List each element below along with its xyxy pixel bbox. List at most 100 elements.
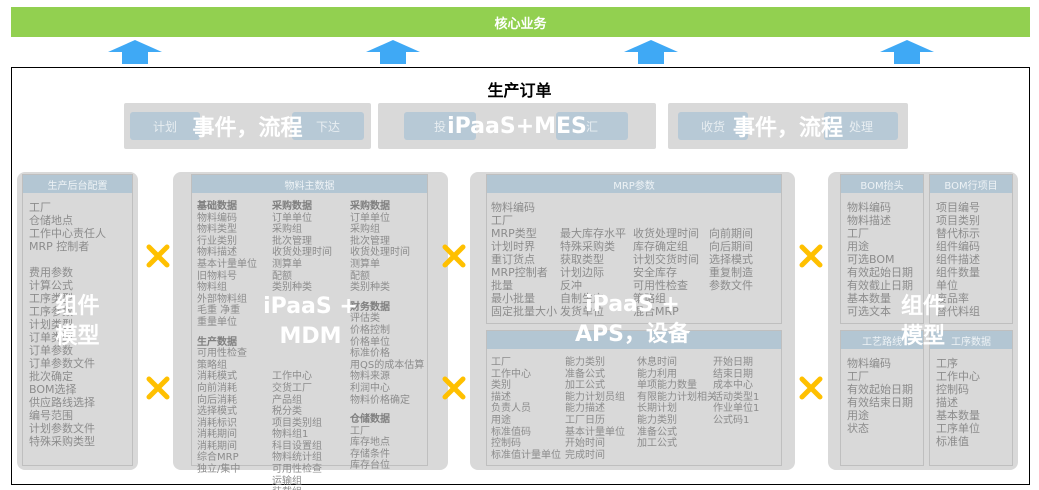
list-item: 订单单位 — [272, 212, 312, 224]
list-item: 费用参数 — [29, 266, 73, 279]
mdm-label: iPaaS + MDM — [263, 294, 358, 349]
list-item: 类别 — [491, 380, 511, 392]
list-item: 最小批量 — [491, 292, 535, 305]
list-item: 订单参数文件 — [29, 357, 95, 370]
list-item: 物料类型 — [197, 224, 237, 236]
list-item: 组件描述 — [936, 253, 980, 266]
list-item: 重复制造 — [709, 266, 753, 279]
list-item: 订单单位 — [350, 212, 390, 224]
list-item: 项目类别组 — [272, 417, 322, 429]
list-item: 装载组 — [272, 487, 332, 490]
list-item: 综合MRP — [197, 452, 239, 464]
list-item: 供应路线选择 — [29, 396, 95, 409]
list-gap — [350, 406, 424, 414]
list-item: 可选BOM — [847, 253, 895, 266]
flow-pill: 计划 — [130, 112, 200, 140]
list-item: MRP类型 — [491, 227, 537, 240]
list-item: 结束日期 — [713, 368, 753, 380]
list-item: 单项能力数量 — [637, 380, 697, 392]
list-item: 工厂 — [29, 201, 51, 214]
list-item: 物料来源 — [350, 371, 390, 383]
list-item: 计划交货时间 — [633, 253, 699, 266]
list-item: 策略组 — [633, 292, 666, 305]
list-item: 向前消耗 — [197, 382, 237, 394]
list-item: 可用性检查 — [272, 464, 322, 476]
list-item: 可用性检查 — [197, 348, 247, 360]
flow-pill: 投 — [404, 112, 476, 140]
list-item: 有效起始日期 — [847, 266, 913, 279]
list-subheading: 基础数据 — [197, 201, 237, 212]
list-item: 休息时间 — [637, 357, 677, 368]
list-item: 物料组1 — [272, 429, 309, 441]
up-arrow-icon — [624, 40, 678, 64]
list-item: 外部物料组 — [197, 293, 247, 305]
list-item: 活动类型1 — [713, 391, 760, 403]
list-item — [633, 214, 699, 227]
list-item: 固定批量大小 — [491, 305, 557, 318]
list-item: 消耗期间 — [197, 440, 237, 452]
list-item: 基本数量 — [847, 292, 891, 305]
list-item — [709, 201, 753, 214]
list-item: 准备公式 — [565, 368, 605, 380]
list-item: 策略组 — [197, 359, 227, 371]
list-item: 开始时间 — [565, 438, 605, 450]
list-item: 最大库存水平 — [560, 227, 626, 240]
list-item: 有限能力计划相关 — [637, 391, 717, 403]
production-order-title: 生产订单 — [487, 81, 552, 100]
list-item: 工作中心 — [936, 370, 980, 383]
list-item: 基本数量 — [936, 409, 980, 422]
list-item: 采购组 — [350, 224, 380, 236]
list-item: 安全库存 — [633, 266, 677, 279]
list-item: 计划时界 — [491, 240, 535, 253]
list-item: 有效截止日期 — [847, 279, 913, 292]
list-item: 物料编码 — [197, 212, 237, 224]
list-item: 测算单 — [350, 258, 380, 270]
list-item: 物料描述 — [197, 247, 237, 259]
list-item: 批次管理 — [272, 235, 312, 247]
aps-label: iPaaS + APS，设备 — [575, 292, 690, 347]
list-item: 评估类 — [350, 313, 380, 325]
panel-header: BOM抬头 — [841, 175, 923, 193]
component-model-label: 组件 模型 — [55, 294, 100, 349]
list-item: 能力计划员组 — [565, 391, 625, 403]
list-item: 物料组 — [197, 282, 227, 294]
list-item: 基本计量单位 — [565, 426, 625, 438]
list-item: 收货处理时间 — [272, 247, 332, 259]
routing-column: 工厂工作中心类别描述负责人员用途标准值码控制码标准值计量单位 — [491, 357, 561, 461]
list-item: 加工公式 — [565, 380, 605, 392]
list-item: 物料价格确定 — [350, 394, 410, 406]
list-item: 描述 — [936, 396, 958, 409]
component-model-label: 组件 模型 — [900, 294, 945, 349]
list-item: 物料编码 — [491, 201, 535, 214]
flow-pill: 收货 — [678, 112, 748, 140]
list-item: 选择模式 — [709, 253, 753, 266]
x-mark-icon — [145, 375, 171, 401]
list-item: 替代标示 — [936, 227, 980, 240]
list-item: 标准值码 — [491, 426, 531, 438]
list-item: 描述 — [491, 391, 511, 403]
list-item: 工序单位 — [936, 422, 980, 435]
x-mark-icon — [798, 375, 824, 401]
list-item: 工厂 — [491, 214, 513, 227]
list-item: 项目类别 — [936, 214, 980, 227]
mrp-column: 最大库存水平特殊采购类获取类型计划边际反冲自制生产发货单位 — [560, 201, 626, 318]
list-item: 负责人员 — [491, 403, 531, 415]
list-item: 毛重 净重 — [197, 305, 241, 317]
list-item: 加工公式 — [637, 438, 677, 450]
list-item: 反冲 — [560, 279, 582, 292]
routing-column: 休息时间能力利用单项能力数量有限能力计划相关长期计划能力类别准备公式加工公式 — [637, 357, 717, 450]
list-item: 工作中心 — [491, 368, 531, 380]
list-item: 批次管理 — [350, 235, 390, 247]
operation-panel: 工序数据 工序工作中心控制码描述基本数量工序单位标准值 — [929, 330, 1013, 466]
list-item: 价格单位 — [350, 336, 390, 348]
list-item: 控制码 — [491, 438, 521, 450]
list-item: 向后消耗 — [197, 394, 237, 406]
x-mark-icon — [441, 375, 467, 401]
mrp-column: 向前期间向后期间选择模式重复制造参数文件 — [709, 201, 753, 292]
mrp-column: 收货处理时间库存确定组计划交货时间安全库存可用性检查策略组混合MRP — [633, 201, 699, 318]
list-item: 状态 — [847, 422, 869, 435]
list-item — [709, 214, 753, 227]
